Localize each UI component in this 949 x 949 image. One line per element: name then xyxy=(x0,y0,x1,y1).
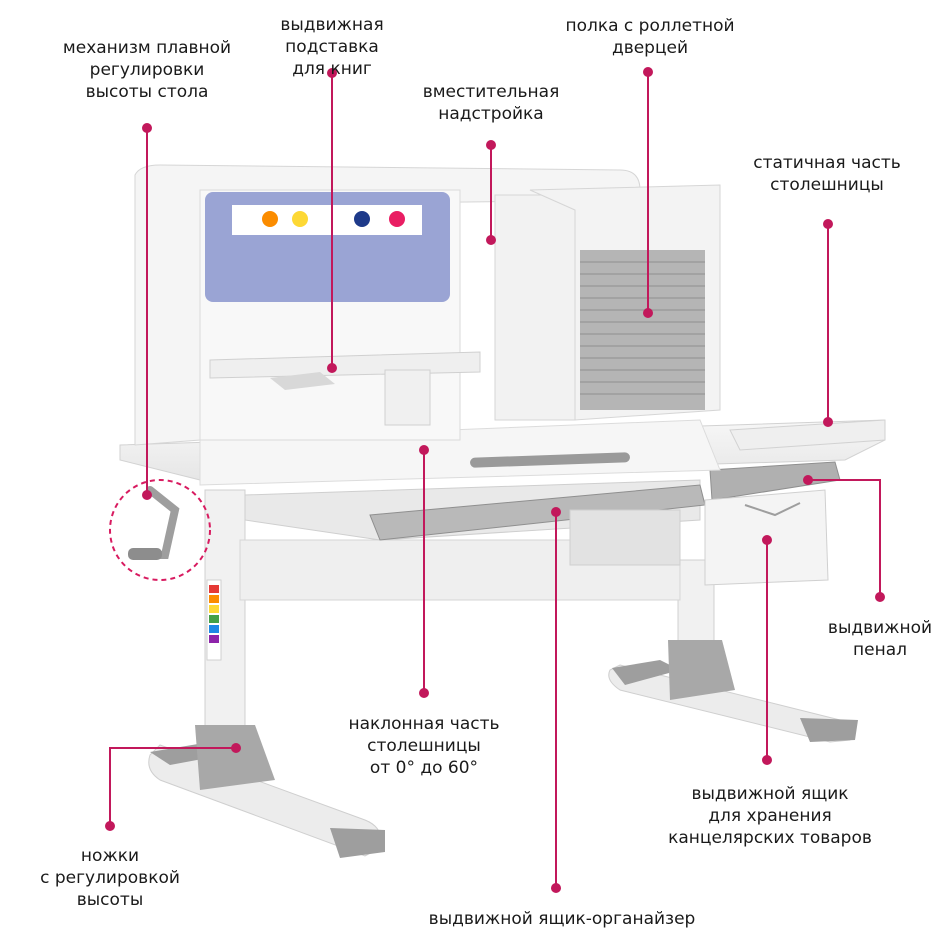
label-line: с регулировкой xyxy=(40,868,180,888)
label-line: подставка xyxy=(285,37,379,57)
left-leg xyxy=(195,489,275,790)
right-foot xyxy=(608,660,858,743)
label-storage-drawer: выдвижной ящик для хранения канцелярских… xyxy=(668,783,872,849)
label-line: вместительная xyxy=(422,82,560,102)
label-line: надстройка xyxy=(438,104,544,124)
label-line: механизм плавной xyxy=(62,38,232,58)
label-line: столешницы xyxy=(770,175,884,195)
label-line: для книг xyxy=(292,59,372,79)
organizer-drawer-body xyxy=(244,479,706,566)
label-static-top: статичная часть столешницы xyxy=(753,152,901,196)
label-organizer-drawer: выдвижной ящик-органайзер xyxy=(429,908,696,930)
label-line: от 0° до 60° xyxy=(369,758,479,778)
label-legs: ножки с регулировкой высоты xyxy=(40,845,180,911)
label-line: канцелярских товаров xyxy=(668,828,872,848)
label-line: выдвижной ящик-органайзер xyxy=(428,909,696,929)
label-line: пенал xyxy=(853,640,907,660)
label-pencil-drawer: выдвижной пенал xyxy=(828,617,932,661)
label-line: полка с роллетной xyxy=(565,16,735,36)
label-line: наклонная часть xyxy=(348,714,500,734)
label-line: дверцей xyxy=(611,38,689,58)
label-line: выдвижной ящик xyxy=(691,784,849,804)
label-line: высоты стола xyxy=(85,82,209,102)
label-line: для хранения xyxy=(708,806,832,826)
label-book-stand: выдвижная подставка для книг xyxy=(280,14,383,80)
label-tilt-top: наклонная часть столешницы от 0° до 60° xyxy=(348,713,499,779)
label-line: высоты xyxy=(76,890,144,910)
label-hutch: вместительная надстройка xyxy=(423,81,560,125)
roller-door xyxy=(580,250,705,410)
label-line: статичная часть xyxy=(753,153,901,173)
label-line: регулировки xyxy=(89,60,205,80)
crank-handle xyxy=(109,479,211,581)
label-line: столешницы xyxy=(367,736,481,756)
callout-lines xyxy=(105,67,885,893)
label-roller-shelf: полка с роллетной дверцей xyxy=(565,15,734,59)
label-line: ножки xyxy=(80,846,140,866)
label-line: выдвижной xyxy=(827,618,933,638)
label-height-mechanism: механизм плавной регулировки высоты стол… xyxy=(63,37,231,103)
label-line: выдвижная xyxy=(280,15,384,35)
